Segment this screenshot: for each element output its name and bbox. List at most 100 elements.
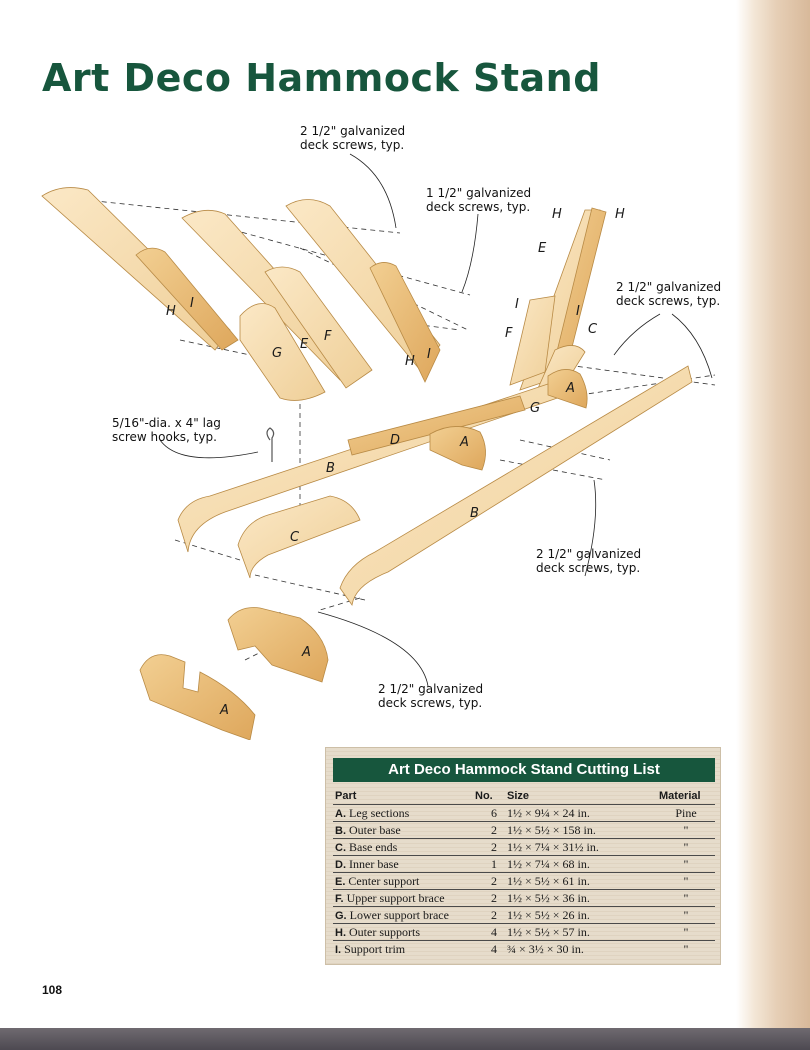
row-count: 2 (473, 872, 505, 890)
row-count: 4 (491, 941, 497, 956)
row-material: " (657, 821, 715, 839)
row-material: " (657, 923, 715, 941)
part-label-h4: H (615, 207, 625, 222)
leg-section-a-back (227, 607, 329, 683)
leg-sections-loose (139, 607, 329, 740)
outer-base-b-right (339, 365, 693, 607)
part-label-c: C (588, 322, 598, 337)
lag-screw-hook-icon (266, 427, 275, 462)
part-label-i2: I (427, 347, 431, 362)
row-material: " (657, 889, 715, 907)
row-material: " (657, 838, 715, 856)
row-material: Pine (657, 804, 715, 822)
row-part-name: Outer supports (349, 924, 420, 939)
row-size: 1½ × 5½ × 36 in. (505, 889, 657, 907)
book-spine-shadow (736, 0, 810, 1028)
part-label-i: I (190, 296, 194, 311)
row-letter: C. (335, 841, 346, 854)
table-row: F. Upper support brace 2 1½ × 5½ × 36 in… (333, 889, 715, 907)
part-label-g2: G (530, 401, 540, 416)
row-size: 1½ × 7¼ × 31½ in. (505, 838, 657, 856)
part-label-b2: B (470, 506, 479, 521)
row-part-name: Base ends (349, 839, 398, 854)
row-part-name: Lower support brace (349, 907, 449, 922)
row-part-name: Leg sections (349, 805, 410, 820)
row-part-name: Outer base (349, 822, 401, 837)
row-letter: I. (335, 943, 342, 956)
cutting-list-title: Art Deco Hammock Stand Cutting List (333, 758, 715, 782)
row-count: 2 (473, 821, 505, 839)
row-size: 1½ × 5½ × 61 in. (505, 872, 657, 890)
table-row: E. Center support 2 1½ × 5½ × 61 in. " (333, 872, 715, 890)
header-no: No. (473, 788, 505, 805)
row-part-name: Upper support brace (346, 890, 445, 905)
row-count: 4 (473, 923, 505, 941)
row-size: ¾ × 3½ × 30 in. (507, 941, 584, 956)
leg-section-a-mid (429, 426, 486, 471)
part-label-h2: H (405, 354, 415, 369)
callout-deck-screws-lower-right: 2 1/2" galvanized deck screws, typ. (536, 547, 642, 575)
cutting-list-panel: Art Deco Hammock Stand Cutting List Part… (325, 747, 721, 965)
page-number: 108 (42, 983, 63, 997)
callout-deck-screws-right: 2 1/2" galvanized deck screws, typ. (616, 280, 722, 308)
page-title: Art Deco Hammock Stand (42, 56, 601, 100)
part-label-i4: I (576, 304, 580, 319)
row-letter: A. (335, 807, 346, 820)
part-label-f2: F (505, 326, 513, 341)
row-material: " (683, 941, 689, 956)
row-size: 1½ × 5½ × 158 in. (505, 821, 657, 839)
inner-base-d (347, 395, 526, 456)
part-label-i3: I (515, 297, 519, 312)
part-letter-labels: H I G E F H I H H E I I F C A G D A B B … (166, 207, 625, 718)
header-size: Size (505, 788, 657, 805)
part-label-f: F (324, 329, 332, 344)
support-trim-i-left (135, 247, 239, 351)
row-part-name: Inner base (349, 856, 399, 871)
part-label-e2: E (538, 241, 547, 256)
header-part: Part (333, 788, 473, 805)
table-row: H. Outer supports 4 1½ × 5½ × 57 in. " (333, 923, 715, 941)
row-letter: E. (335, 875, 346, 888)
table-row: D. Inner base 1 1½ × 7¼ × 68 in. " (333, 855, 715, 873)
row-count: 1 (473, 855, 505, 873)
part-label-e: E (300, 337, 309, 352)
row-count: 2 (473, 838, 505, 856)
table-row: C. Base ends 2 1½ × 7¼ × 31½ in. " (333, 838, 715, 856)
row-material: " (657, 872, 715, 890)
support-trim-i-right (369, 262, 441, 383)
part-label-h3: H (552, 207, 562, 222)
part-label-h: H (166, 304, 176, 319)
scanner-bottom-edge (0, 1028, 810, 1050)
part-label-a4: A (219, 703, 229, 718)
row-size: 1½ × 7¼ × 68 in. (505, 855, 657, 873)
table-row: G. Lower support brace 2 1½ × 5½ × 26 in… (333, 906, 715, 924)
table-row: I. Support trim 4 ¾ × 3½ × 30 in. " (333, 941, 715, 958)
exploded-assembly-drawing: H I G E F H I H H E I I F C A G D A B B … (41, 153, 716, 740)
support-pieces-left (41, 187, 441, 401)
row-material: " (657, 906, 715, 924)
cutting-list-header-row: Part No. Size Material (333, 788, 715, 805)
part-label-a: A (565, 381, 575, 396)
center-support-e-piece (264, 266, 373, 389)
leg-section-a-upper (547, 369, 588, 409)
table-row: A. Leg sections 6 1½ × 9¼ × 24 in. Pine (333, 804, 715, 822)
callout-deck-screws-mid: 1 1/2" galvanized deck screws, typ. (426, 186, 532, 214)
header-material: Material (657, 788, 715, 805)
part-label-c2: C (290, 530, 300, 545)
row-size: 1½ × 9¼ × 24 in. (505, 804, 657, 822)
part-label-b: B (326, 461, 335, 476)
callout-lag-screw-hooks: 5/16"-dia. x 4" lag screw hooks, typ. (112, 416, 221, 444)
part-label-a3: A (301, 645, 311, 660)
base-end-c (237, 495, 361, 579)
part-label-a2: A (459, 435, 469, 450)
leg-section-a-front (139, 654, 256, 740)
row-letter: H. (335, 926, 346, 939)
table-row: B. Outer base 2 1½ × 5½ × 158 in. " (333, 821, 715, 839)
row-letter: B. (335, 824, 346, 837)
base-members (177, 365, 693, 607)
row-count: 2 (473, 906, 505, 924)
row-count: 6 (473, 804, 505, 822)
row-letter: F. (335, 892, 344, 905)
callout-deck-screws-top: 2 1/2" galvanized deck screws, typ. (300, 124, 406, 152)
cutting-list-table: Part No. Size Material A. Leg sections 6… (333, 788, 715, 957)
